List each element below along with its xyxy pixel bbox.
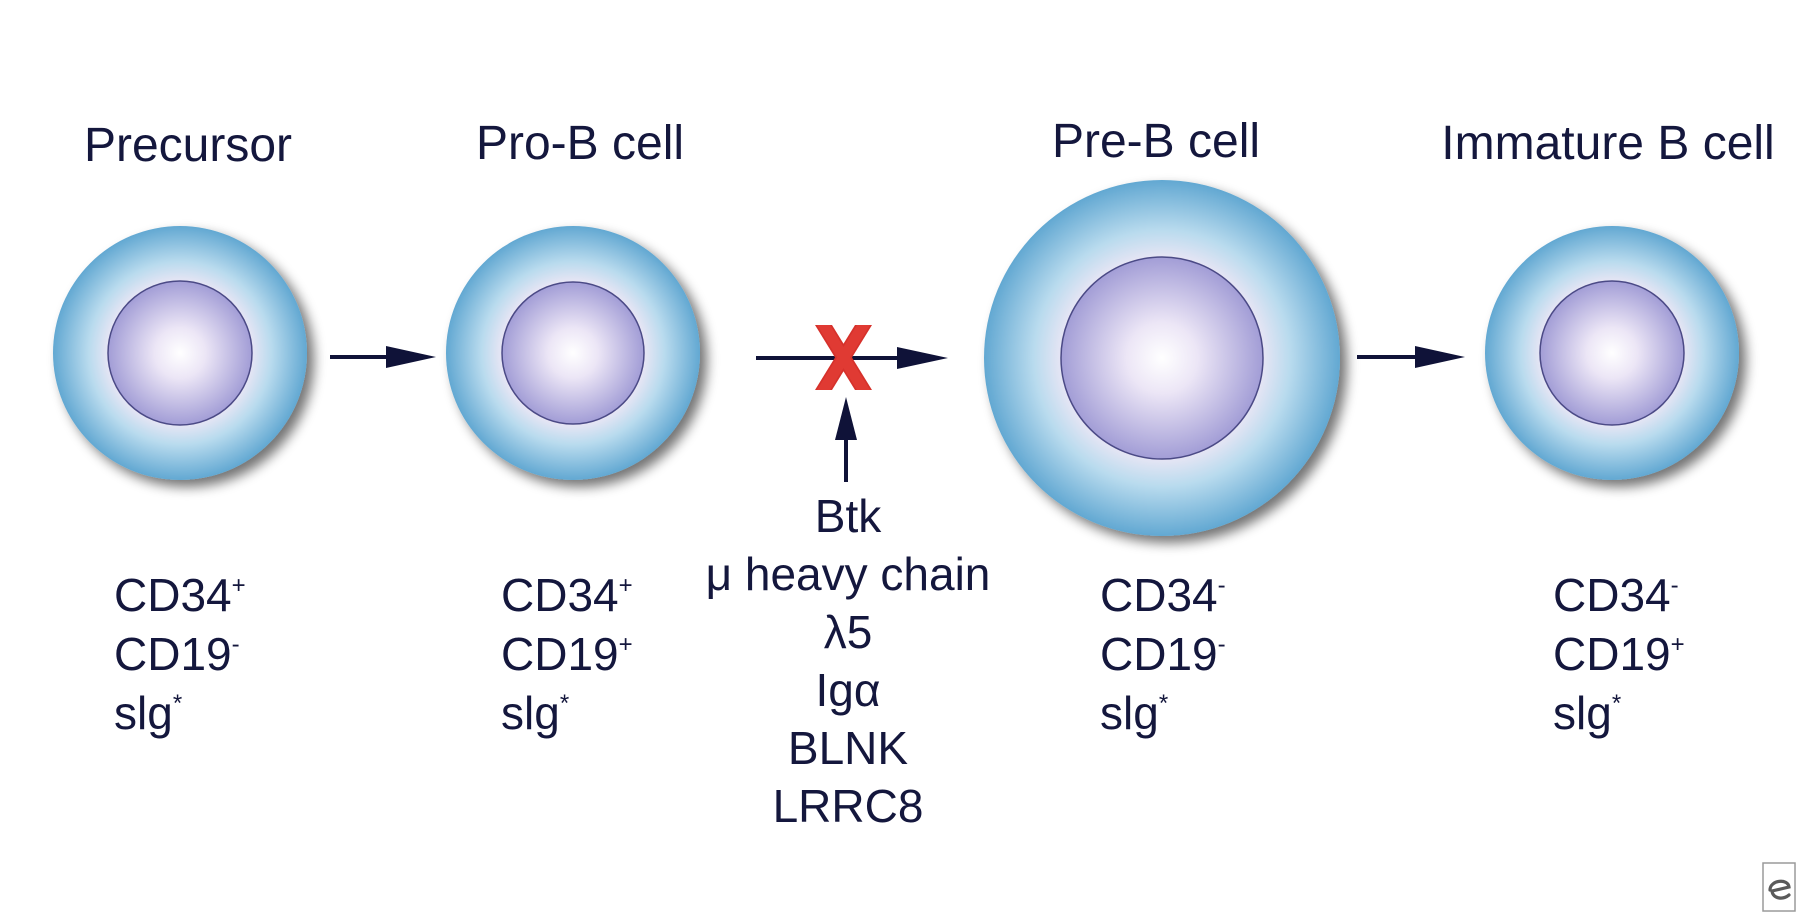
marker-cd19: CD19+: [1553, 628, 1685, 680]
block-factors-list: Btk μ heavy chain λ5 Igα BLNK LRRC8: [706, 487, 991, 835]
marker-cd19: CD19-: [114, 628, 240, 680]
factor-ig-alpha: Igα: [815, 664, 881, 716]
pro-b-nucleus: [501, 281, 645, 425]
publisher-e-logo-icon: [1762, 862, 1796, 912]
markers-precursor: CD34+ CD19- slg*: [114, 566, 246, 743]
marker-slg: slg*: [501, 687, 570, 739]
factor-btk: Btk: [814, 490, 882, 542]
precursor-nucleus: [107, 280, 253, 426]
markers-pre-b: CD34- CD19- slg*: [1100, 566, 1226, 743]
pro-b-cell: [446, 226, 700, 480]
pre-b-nucleus: [1060, 256, 1264, 460]
stage-title-precursor: Precursor: [83, 119, 293, 172]
factor-mu-heavy-chain: μ heavy chain: [705, 548, 991, 600]
marker-cd19: CD19+: [501, 628, 633, 680]
blocked-right-arrow-icon: [756, 347, 948, 369]
marker-cd34: CD34-: [1100, 569, 1226, 621]
marker-cd19: CD19-: [1100, 628, 1226, 680]
up-arrow-icon: [835, 397, 857, 482]
right-arrow-icon: [1357, 346, 1465, 368]
factor-lrrc8: LRRC8: [772, 780, 924, 832]
factor-blnk: BLNK: [787, 722, 909, 774]
markers-pro-b: CD34+ CD19+ slg*: [501, 566, 633, 743]
stage-title-pro-b: Pro-B cell: [475, 117, 685, 170]
stage-title-immature-b: Immature B cell: [1441, 117, 1775, 170]
marker-slg: slg*: [1553, 687, 1622, 739]
pre-b-cell: [984, 180, 1340, 536]
markers-immature-b: CD34- CD19+ slg*: [1553, 566, 1685, 743]
factor-lambda5: λ5: [823, 606, 873, 658]
marker-cd34: CD34+: [114, 569, 246, 621]
block-x-icon: [815, 325, 872, 390]
marker-cd34: CD34-: [1553, 569, 1679, 621]
marker-slg: slg*: [114, 687, 183, 739]
immature-b-nucleus: [1539, 280, 1685, 426]
marker-slg: slg*: [1100, 687, 1169, 739]
stage-title-pre-b: Pre-B cell: [1051, 115, 1261, 168]
right-arrow-icon: [330, 346, 436, 368]
precursor-cell: [53, 226, 307, 480]
marker-cd34: CD34+: [501, 569, 633, 621]
immature-b-cell: [1485, 226, 1739, 480]
